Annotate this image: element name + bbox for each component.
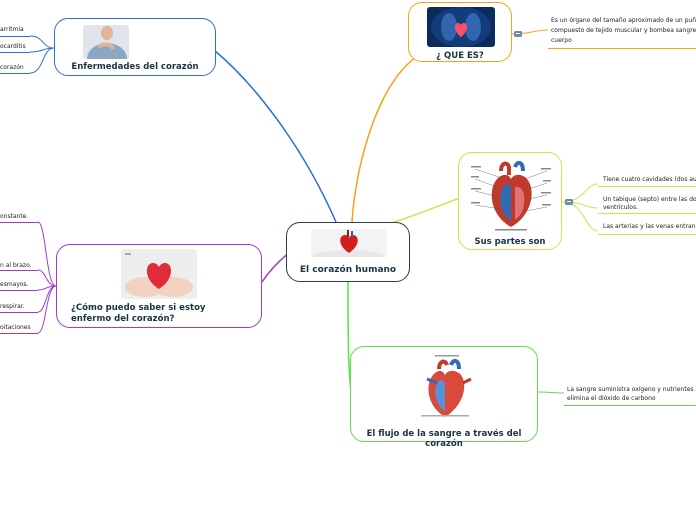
como-saber-underline-3 (0, 290, 38, 291)
enfermedades-underline-1 (0, 36, 30, 37)
hands-heart-image (121, 249, 197, 299)
partes-leaf-2: Un tabique (septo) entre las dos a (603, 196, 696, 203)
como-saber-underline-2 (0, 270, 38, 271)
note-icon[interactable] (514, 31, 522, 37)
como-saber-underline-5 (0, 333, 38, 334)
flujo-leaf-1: La sangre suministra oxígeno y nutriente… (567, 386, 696, 393)
heart-image (311, 229, 387, 257)
topic-flujo[interactable]: El flujo de la sangre a través del coraz… (350, 346, 538, 449)
topic-que-es[interactable]: ¿ QUE ES? (408, 2, 512, 62)
central-topic[interactable]: El corazón humano (286, 222, 410, 282)
que-es-leaf-1: Es un órgano del tamaño aproximado de un… (551, 17, 696, 24)
partes-title: Sus partes son (474, 237, 546, 247)
partes-underline-1 (598, 186, 696, 187)
como-saber-leaf-3: esmayos. (0, 281, 29, 288)
enfermedades-leaf-1: arritmia (0, 26, 24, 33)
enfermedades-leaf-2: ocarditis (0, 43, 26, 50)
partes-leaf-3: ventrículos. (603, 204, 639, 211)
enfermedades-leaf-3: corazón (0, 64, 24, 71)
como-saber-leaf-2: n al brazo. (0, 262, 32, 269)
que-es-title: ¿ QUE ES? (436, 51, 484, 61)
flujo-underline (564, 405, 696, 406)
como-saber-leaf-5: oitaciones (0, 324, 31, 331)
partes-leaf-1: Tiene cuatro cavidades (dos aurí (603, 176, 696, 183)
enfermedades-underline-2 (0, 52, 30, 53)
flujo-leaf-2: elimina el dióxido de carbono (567, 395, 656, 402)
chest-heart-image (427, 7, 495, 47)
que-es-underline (548, 48, 696, 49)
link-que-es (351, 55, 419, 223)
blood-flow-image (413, 353, 477, 421)
topic-enfermedades[interactable]: Enfermedades del corazón (54, 18, 216, 76)
link-enfermedades (213, 49, 337, 223)
flujo-title: El flujo de la sangre a través del coraz… (366, 429, 522, 449)
link-partes (393, 197, 461, 223)
note-icon[interactable] (565, 199, 573, 205)
chest-pain-image (83, 25, 129, 59)
como-saber-leaf-4: respirar. (0, 303, 25, 310)
que-es-leaf-2: compuesto de tejido muscular y bombea sa… (551, 27, 696, 34)
partes-leaf-4: Las arterias y las venas entran y s (603, 223, 696, 230)
enfermedades-underline-3 (0, 73, 30, 74)
como-saber-leaf-1: onstante. (0, 213, 29, 220)
partes-underline-3 (598, 234, 696, 235)
como-saber-underline-1 (0, 222, 38, 223)
topic-como-saber[interactable]: ¿Cómo puedo saber si estoy enfermo del c… (56, 244, 262, 328)
como-saber-underline-4 (0, 312, 38, 313)
enfermedades-title: Enfermedades del corazón (71, 62, 199, 72)
partes-underline-2 (598, 213, 696, 214)
topic-partes[interactable]: Sus partes son (458, 152, 562, 250)
como-saber-title: ¿Cómo puedo saber si estoy enfermo del c… (71, 303, 206, 324)
central-title: El corazón humano (299, 265, 397, 275)
que-es-leaf-3: cuerpo (551, 37, 572, 44)
heart-anatomy-image (471, 157, 551, 233)
